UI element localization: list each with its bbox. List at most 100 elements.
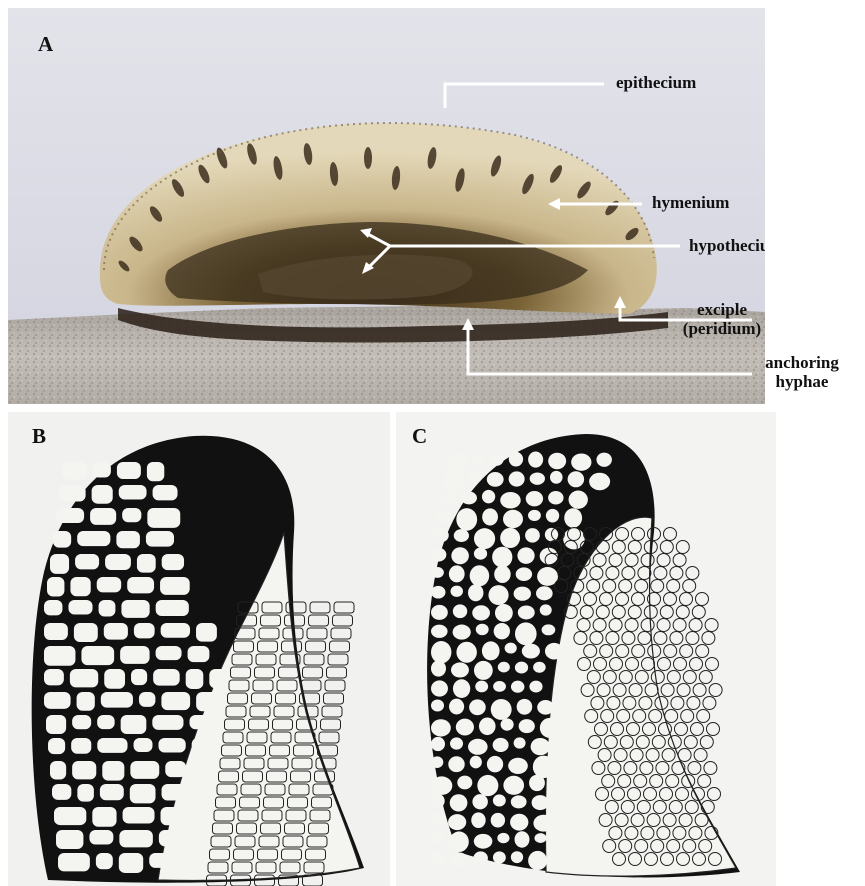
thin-cell — [708, 788, 721, 801]
cell — [101, 692, 133, 708]
cell — [470, 756, 482, 769]
thin-cell — [661, 684, 674, 697]
thin-cell — [698, 775, 711, 788]
cell — [450, 794, 468, 811]
cell — [117, 462, 141, 479]
cell — [453, 625, 471, 640]
cell — [161, 623, 190, 638]
cell — [528, 451, 543, 467]
thin-cell — [706, 658, 719, 671]
thin-cell — [705, 619, 718, 632]
cell — [477, 775, 498, 796]
cell — [431, 776, 452, 795]
cell — [134, 623, 155, 638]
thin-cell — [306, 641, 326, 652]
cell — [99, 600, 116, 616]
thin-cell — [694, 749, 707, 762]
thin-cell — [677, 684, 690, 697]
thin-cell — [674, 658, 687, 671]
thin-cell — [321, 719, 341, 730]
label-exciple-line2: (peridium) — [682, 319, 762, 338]
thin-cell — [322, 706, 342, 717]
label-anchoring-line1: anchoring — [754, 353, 850, 372]
thin-cell — [660, 606, 673, 619]
cell — [509, 452, 523, 467]
thin-cell — [657, 554, 670, 567]
cell — [563, 528, 585, 549]
cell — [493, 851, 506, 863]
cell — [540, 604, 552, 615]
cell — [130, 761, 159, 779]
cell — [431, 737, 445, 751]
thin-cell — [691, 723, 704, 736]
cell — [90, 508, 116, 525]
thin-cell — [660, 541, 673, 554]
cell — [70, 577, 90, 596]
cell — [431, 660, 446, 676]
cell — [482, 490, 495, 504]
cell — [474, 661, 493, 680]
thin-cell — [301, 680, 321, 691]
cell — [501, 718, 514, 730]
thin-cell — [330, 641, 350, 652]
cell — [531, 738, 550, 755]
cell — [448, 756, 464, 772]
cell — [162, 784, 188, 801]
cell — [525, 528, 540, 542]
cell — [509, 471, 525, 486]
cell — [490, 452, 504, 466]
thin-cell — [325, 680, 345, 691]
cell — [542, 624, 556, 635]
cell — [476, 624, 489, 635]
label-exciple-line1: exciple — [682, 300, 762, 319]
thin-cell — [667, 671, 680, 684]
cell — [44, 600, 62, 615]
cell — [77, 692, 95, 711]
thin-cell — [324, 693, 344, 704]
cell — [116, 531, 140, 548]
cell — [451, 547, 469, 564]
cell — [50, 554, 69, 574]
panel-b-drawing: B — [8, 412, 390, 886]
thin-cell — [686, 632, 699, 645]
cell — [119, 853, 143, 873]
cell — [74, 623, 98, 642]
cell — [220, 715, 241, 732]
thin-cell — [686, 567, 699, 580]
cell — [548, 453, 566, 470]
cell — [500, 492, 521, 509]
cell — [44, 669, 64, 685]
thin-cell — [665, 710, 678, 723]
cell — [457, 776, 472, 790]
cell — [131, 669, 147, 685]
thin-cell — [676, 541, 689, 554]
cell — [473, 453, 485, 464]
thin-cell — [331, 628, 351, 639]
cell — [470, 565, 490, 586]
cell — [482, 641, 500, 660]
cell — [147, 508, 180, 528]
cell — [468, 739, 488, 755]
cell — [443, 471, 464, 491]
cell — [75, 554, 99, 569]
cell — [491, 813, 505, 828]
cell — [518, 605, 535, 619]
label-anchoring-line2: hyphae — [754, 372, 850, 391]
cell — [196, 692, 224, 711]
cell — [431, 625, 448, 638]
cell — [536, 586, 553, 600]
thin-cell — [676, 606, 689, 619]
cell — [456, 719, 474, 736]
cell — [102, 761, 124, 781]
thin-cell — [678, 749, 691, 762]
cell — [121, 600, 149, 618]
cell — [146, 531, 174, 547]
cell — [431, 680, 448, 696]
cell — [93, 462, 111, 477]
cell — [461, 492, 477, 505]
thin-cell — [670, 567, 683, 580]
cell — [137, 554, 156, 573]
cell — [515, 831, 530, 847]
cell — [56, 508, 84, 523]
cell — [488, 585, 508, 605]
